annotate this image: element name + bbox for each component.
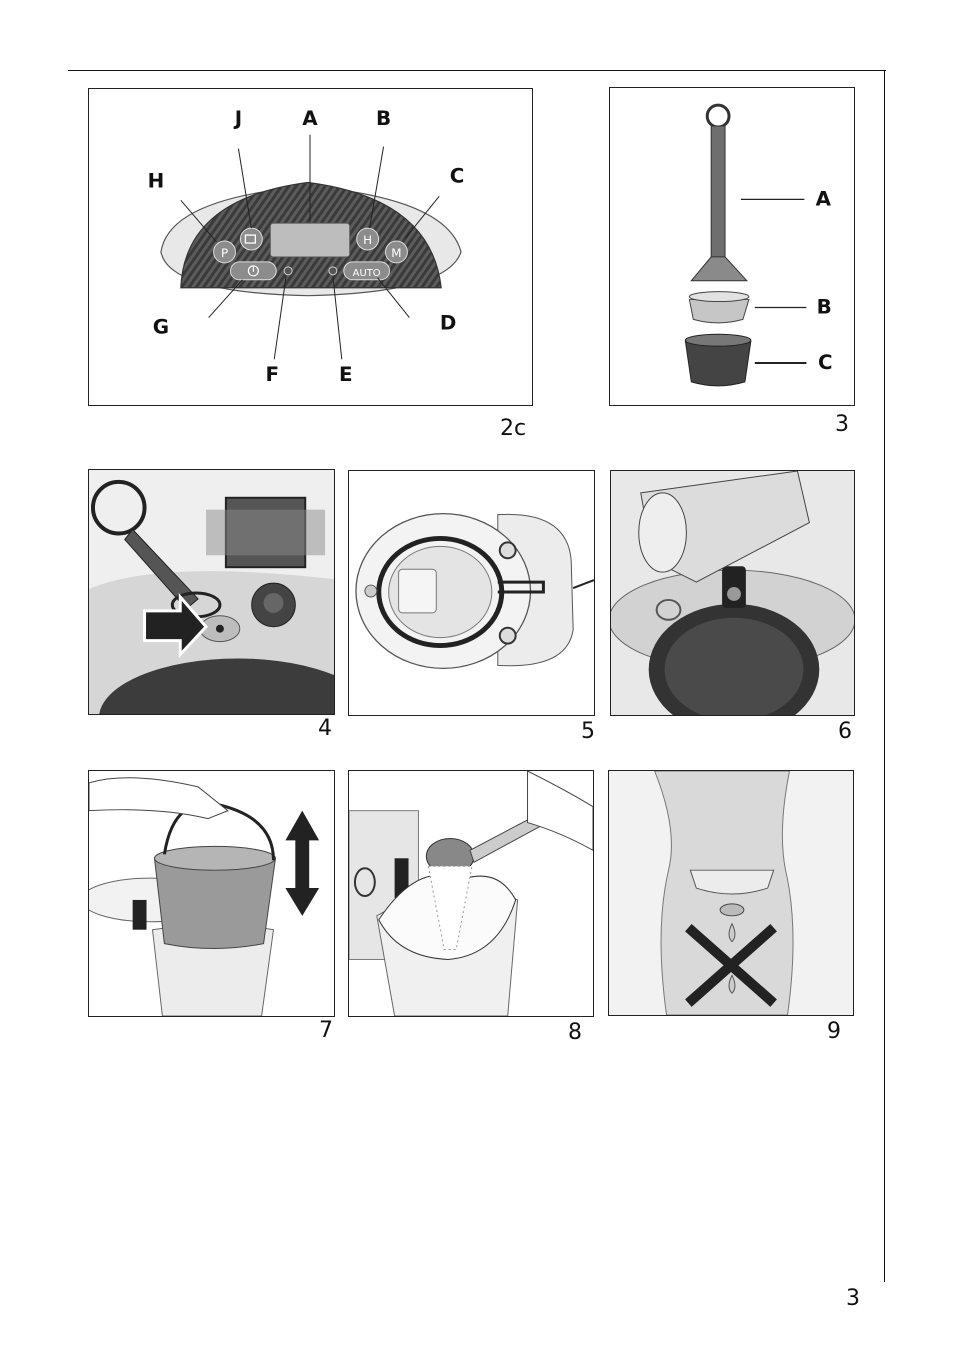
fig3-label-c: C bbox=[818, 351, 833, 374]
figure-number-7: 7 bbox=[319, 1018, 333, 1043]
button-h-label: H bbox=[363, 233, 372, 247]
label-b: B bbox=[376, 107, 391, 130]
button-p-label: P bbox=[221, 246, 228, 260]
page-number: 3 bbox=[846, 1286, 860, 1311]
adding-coffee-illustration bbox=[349, 771, 593, 1016]
figure-2c-control-panel: P H M AUTO J A B C H G D F E bbox=[88, 88, 533, 406]
label-g: G bbox=[153, 315, 169, 338]
figure-number-2c: 2c bbox=[500, 416, 526, 441]
label-j: J bbox=[233, 107, 242, 130]
button-m-label: M bbox=[391, 246, 401, 260]
figure-9-no-drip-warning bbox=[608, 770, 854, 1016]
label-f: F bbox=[265, 363, 279, 386]
figure-8-adding-coffee bbox=[348, 770, 594, 1017]
figure-number-4: 4 bbox=[318, 716, 332, 741]
label-d: D bbox=[440, 311, 457, 334]
insert-tool-illustration bbox=[89, 470, 334, 714]
figure-number-5: 5 bbox=[581, 719, 595, 744]
indicator-light-f bbox=[284, 267, 292, 275]
label-a: A bbox=[302, 107, 318, 130]
figure-number-3: 3 bbox=[835, 412, 849, 437]
fig3-label-a: A bbox=[816, 187, 832, 210]
label-e: E bbox=[339, 363, 353, 386]
right-rule bbox=[884, 70, 885, 1282]
figure-number-6: 6 bbox=[838, 719, 852, 744]
indicator-light-e bbox=[329, 267, 337, 275]
figure-6-pouring-water bbox=[610, 470, 855, 716]
filter-parts-illustration: A B C bbox=[610, 88, 854, 405]
pouring-water-illustration bbox=[611, 471, 854, 715]
figure-5-lid-top-view bbox=[348, 470, 595, 716]
fig3-label-b: B bbox=[817, 295, 832, 318]
figure-number-8: 8 bbox=[568, 1020, 582, 1045]
figure-7-insert-filter bbox=[88, 770, 335, 1017]
label-h: H bbox=[148, 169, 165, 192]
figure-number-9: 9 bbox=[827, 1019, 841, 1044]
figure-3-filter-parts: A B C bbox=[609, 87, 855, 406]
insert-filter-illustration bbox=[89, 771, 334, 1016]
button-auto-label: AUTO bbox=[353, 268, 381, 279]
figure-4-insert-tool bbox=[88, 469, 335, 715]
top-rule bbox=[68, 70, 886, 71]
no-drip-warning-illustration bbox=[609, 771, 853, 1015]
lid-top-view-illustration bbox=[349, 471, 594, 715]
control-panel-illustration: P H M AUTO J A B C H G D F E bbox=[89, 89, 532, 405]
label-c: C bbox=[450, 164, 465, 187]
